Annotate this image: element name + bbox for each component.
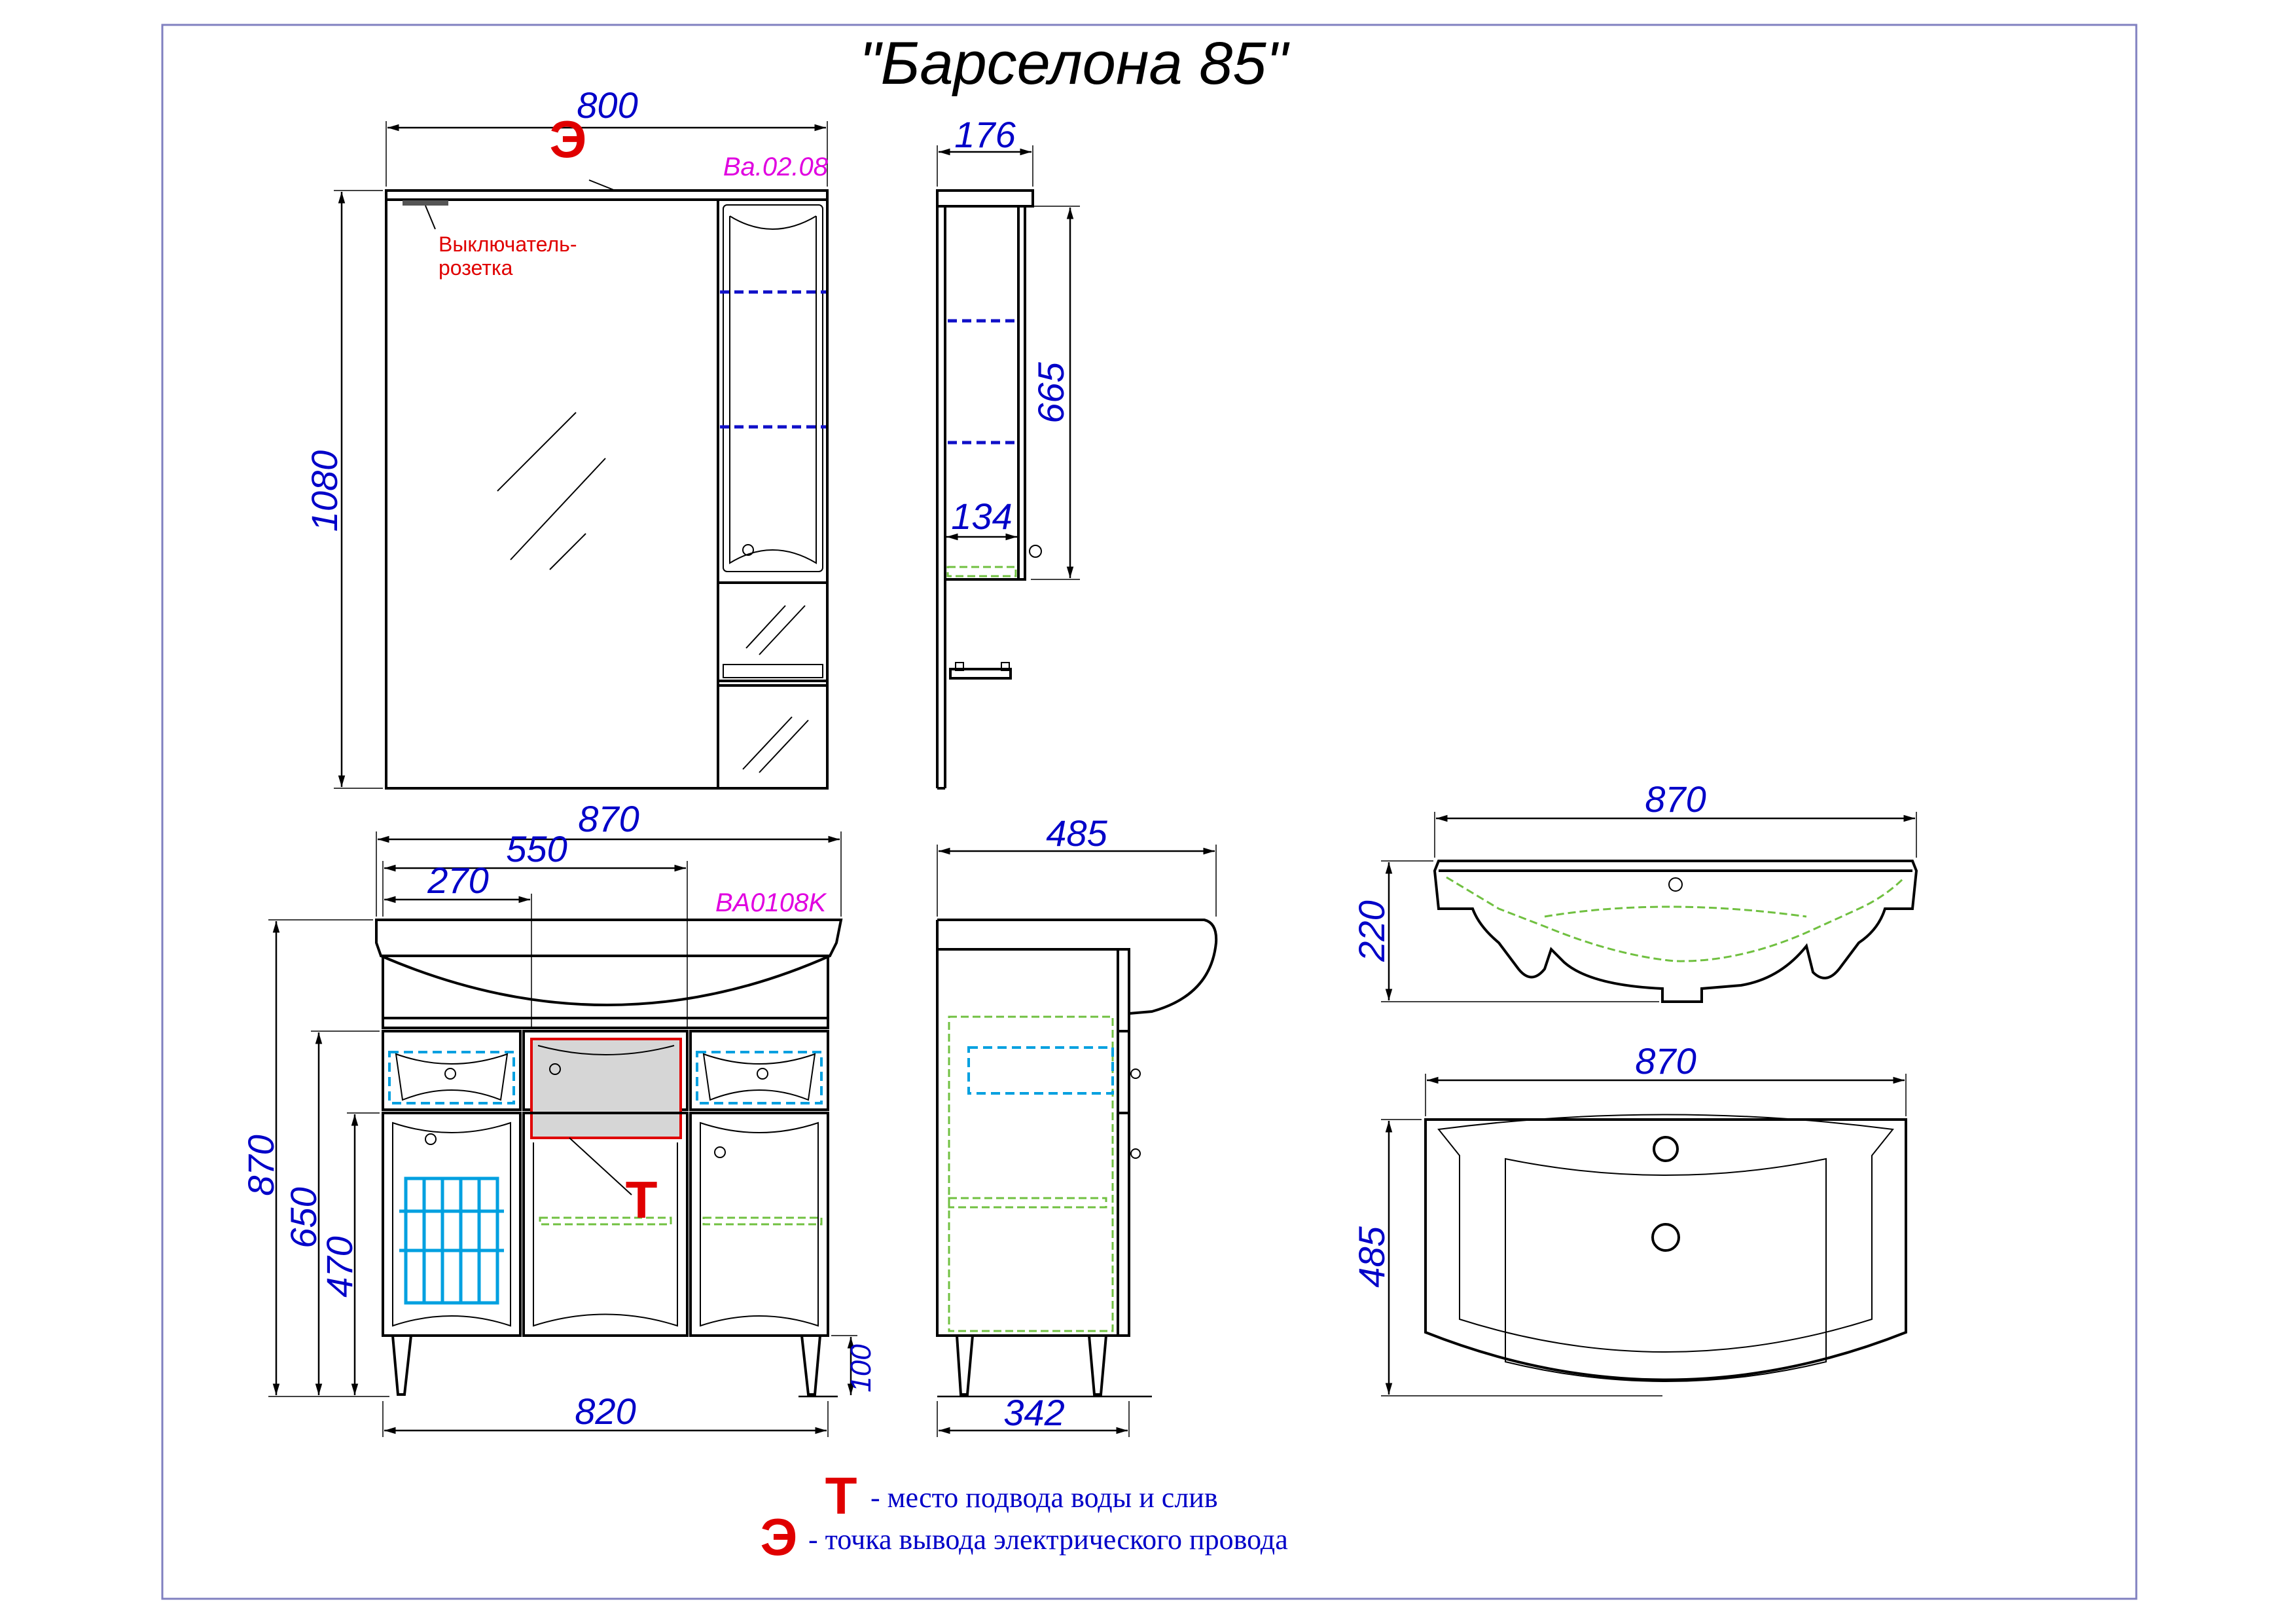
dim-basin-side-width	[1434, 812, 1917, 858]
mirror-cabinet-side	[936, 189, 1042, 790]
basket-icon	[399, 1176, 504, 1305]
dim-vanity-body-depth-label: 342	[1003, 1392, 1064, 1433]
dim-mirror-width	[386, 121, 828, 187]
dim-vanity-470-label: 470	[319, 1236, 360, 1297]
basin-top-view	[1424, 1114, 1907, 1382]
dim-basin-depth	[1381, 1119, 1662, 1396]
electric-marker: Э	[550, 110, 587, 168]
dim-mirror-depth	[937, 145, 1033, 187]
basin-side-view	[1433, 860, 1918, 1003]
switch-note-line2: розетка	[439, 256, 513, 280]
drain-hole-icon	[1651, 1223, 1680, 1252]
dim-vanity-870-label: 870	[240, 1135, 281, 1195]
dim-vanity-270-label: 270	[427, 860, 488, 901]
dim-basin-height	[1381, 860, 1659, 1002]
water-inlet-zone	[530, 1038, 682, 1139]
legend-electric-text: - точка вывода электрического провода	[808, 1523, 1288, 1556]
dim-mirror-depth-label: 176	[954, 114, 1016, 155]
vanity-front	[375, 919, 843, 1398]
legend: Т - место подвода воды и слив Э - точка …	[761, 1467, 1288, 1566]
legend-water-symbol: Т	[825, 1467, 857, 1525]
dim-vanity-body-depth	[937, 1401, 1130, 1437]
dim-leg-height-label: 100	[845, 1344, 877, 1393]
vanity-side	[936, 919, 1218, 1398]
dim-basin-height-label: 220	[1351, 900, 1392, 962]
dim-basin-depth-label: 485	[1351, 1226, 1392, 1287]
dim-vanity-550-label: 550	[506, 828, 567, 869]
faucet-hole-icon	[1653, 1136, 1679, 1162]
sheet-frame	[161, 24, 2138, 1600]
mirror-cabinet-front	[385, 189, 829, 790]
dim-vanity-depth-label: 485	[1046, 812, 1107, 854]
drawing-title: "Барселона 85"	[859, 30, 1291, 97]
dim-vanity-base-label: 820	[575, 1391, 636, 1432]
door-knob-icon	[742, 544, 754, 556]
water-marker: Т	[626, 1171, 658, 1229]
legend-water-text: - место подвода воды и слив	[870, 1482, 1218, 1514]
dim-basin-top-width-label: 870	[1635, 1040, 1696, 1082]
dim-basin-top-width	[1425, 1074, 1907, 1116]
vanity-code: BA0108K	[715, 888, 827, 917]
dim-vanity-depth	[937, 845, 1217, 917]
switch-note-line1: Выключатель-	[439, 232, 577, 256]
dim-mirror-width-label: 800	[577, 84, 637, 126]
dim-vanity-widths	[376, 831, 842, 1028]
dim-vanity-width-label: 870	[578, 798, 639, 839]
dim-mirror-height	[334, 190, 383, 789]
dim-shelf-depth-label: 134	[951, 496, 1012, 537]
legend-electric-symbol: Э	[761, 1508, 798, 1566]
dim-basin-side-width-label: 870	[1645, 778, 1706, 820]
mirror-reflection-icon	[497, 412, 606, 570]
dim-vanity-base	[382, 1401, 829, 1437]
dim-shelf-height-label: 665	[1030, 361, 1071, 423]
dim-vanity-650-label: 650	[283, 1187, 324, 1248]
dim-shelf-height	[1031, 206, 1080, 580]
mirror-cabinet-code: Ba.02.08	[723, 153, 829, 181]
dim-mirror-height-label: 1080	[304, 450, 345, 532]
switch-socket-icon	[403, 200, 448, 206]
dim-vanity-heights	[268, 919, 857, 1397]
